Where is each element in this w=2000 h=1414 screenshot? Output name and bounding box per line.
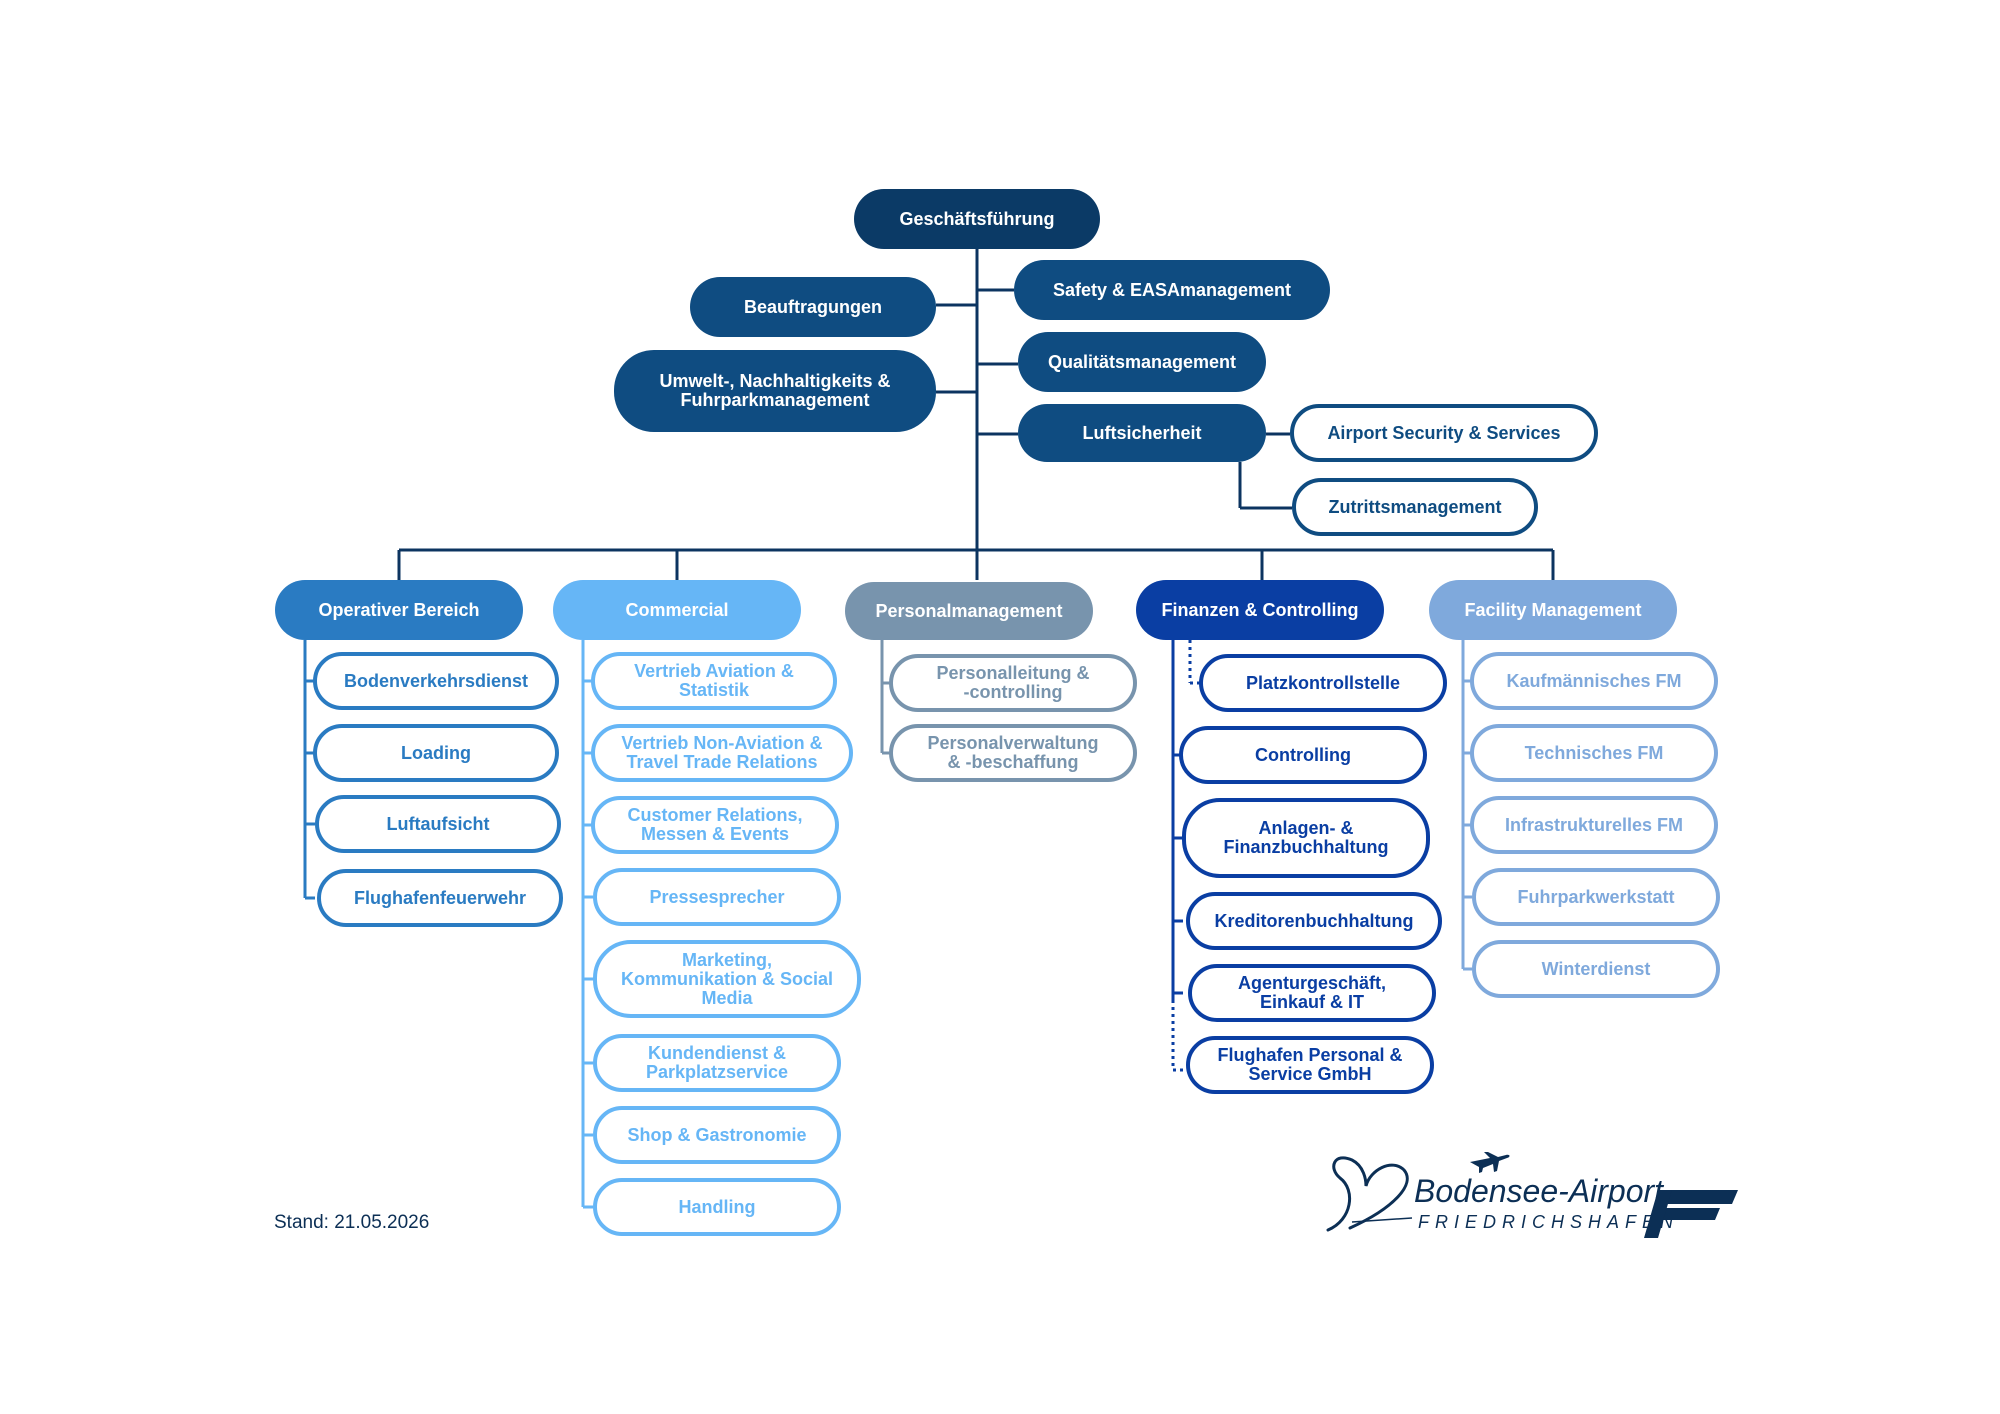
unit-loading: Loading: [313, 724, 559, 782]
unit-kundendienst: Kundendienst & Parkplatzservice: [593, 1034, 841, 1092]
logo-name: Bodensee-Airport: [1414, 1173, 1664, 1209]
unit-flughafenfeuerwehr: Flughafenfeuerwehr: [317, 869, 563, 927]
unit-technisches-fm: Technisches FM: [1470, 724, 1718, 782]
unit-personalverwaltung: Personalverwaltung & -beschaffung: [889, 724, 1137, 782]
unit-platzkontrollstelle: Platzkontrollstelle: [1199, 654, 1447, 712]
logo-city: FRIEDRICHSHAFEN: [1418, 1212, 1679, 1232]
box-umwelt-nachhaltigkeit: Umwelt-, Nachhaltigkeits & Fuhrparkmanag…: [614, 350, 936, 432]
heart-swoosh-icon: [1326, 1156, 1409, 1232]
unit-infrastrukturelles-fm: Infrastrukturelles FM: [1470, 796, 1718, 854]
unit-kreditorenbuchhaltung: Kreditorenbuchhaltung: [1186, 892, 1442, 950]
unit-luftaufsicht: Luftaufsicht: [315, 795, 561, 853]
box-luftsicherheit: Luftsicherheit: [1018, 404, 1266, 462]
unit-pressesprecher: Pressesprecher: [593, 868, 841, 926]
division-facility-management: Facility Management: [1429, 580, 1677, 640]
unit-vertrieb-aviation: Vertrieb Aviation & Statistik: [591, 652, 837, 710]
unit-winterdienst: Winterdienst: [1472, 940, 1720, 998]
box-beauftragungen: Beauftragungen: [690, 277, 936, 337]
box-qualitaetsmanagement: Qualitätsmanagement: [1018, 332, 1266, 392]
airplane-icon: [1470, 1152, 1510, 1173]
division-commercial: Commercial: [553, 580, 801, 640]
division-personalmanagement: Personalmanagement: [845, 582, 1093, 640]
unit-personalleitung: Personalleitung & -controlling: [889, 654, 1137, 712]
division-operativer-bereich: Operativer Bereich: [275, 580, 523, 640]
box-zutrittsmanagement: Zutrittsmanagement: [1292, 478, 1538, 536]
unit-anlagen-finanzbuchhaltung: Anlagen- & Finanzbuchhaltung: [1182, 798, 1430, 878]
box-airport-security: Airport Security & Services: [1290, 404, 1598, 462]
unit-agenturgeschaeft: Agenturgeschäft, Einkauf & IT: [1188, 964, 1436, 1022]
unit-customer-relations: Customer Relations, Messen & Events: [591, 796, 839, 854]
box-safety-easa: Safety & EASAmanagement: [1014, 260, 1330, 320]
unit-shop-gastronomie: Shop & Gastronomie: [593, 1106, 841, 1164]
logo-f-mark-icon: [1644, 1190, 1738, 1238]
unit-fuhrparkwerkstatt: Fuhrparkwerkstatt: [1472, 868, 1720, 926]
division-finanzen-controlling: Finanzen & Controlling: [1136, 580, 1384, 640]
unit-vertrieb-non-aviation: Vertrieb Non-Aviation & Travel Trade Rel…: [591, 724, 853, 782]
unit-bodenverkehrsdienst: Bodenverkehrsdienst: [313, 652, 559, 710]
stand-date: Stand: 21.05.2026: [274, 1212, 430, 1233]
unit-handling: Handling: [593, 1178, 841, 1236]
unit-kaufmaennisches-fm: Kaufmännisches FM: [1470, 652, 1718, 710]
unit-controlling: Controlling: [1179, 726, 1427, 784]
box-geschaeftsfuehrung: Geschäftsführung: [854, 189, 1100, 249]
bodensee-airport-logo: Bodensee-Airport FRIEDRICHSHAFEN: [1326, 1152, 1738, 1238]
unit-marketing: Marketing, Kommunikation & Social Media: [593, 940, 861, 1018]
unit-flughafen-personal-service: Flughafen Personal & Service GmbH: [1186, 1036, 1434, 1094]
